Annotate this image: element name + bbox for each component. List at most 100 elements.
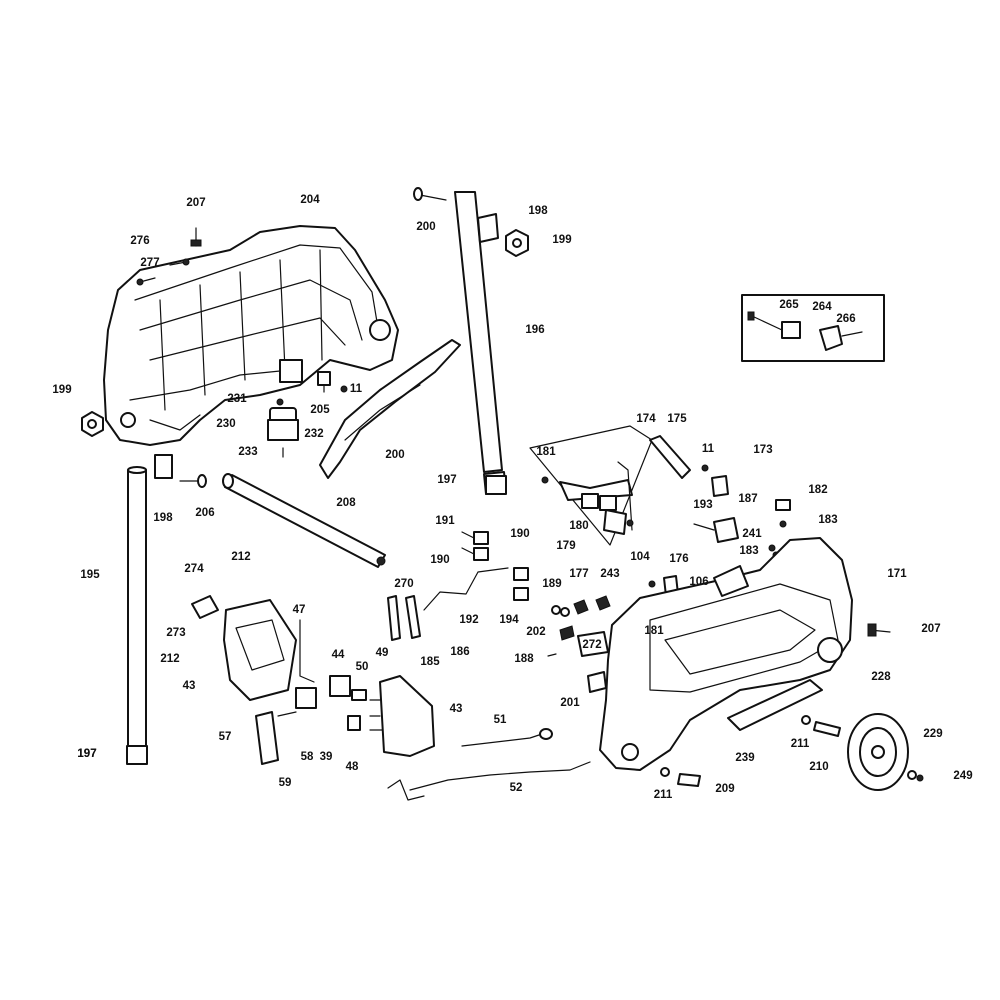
callout-label-198: 198 <box>528 205 548 217</box>
callout-label-198: 198 <box>153 512 173 524</box>
pin-200-left <box>179 474 207 488</box>
rail-206 <box>319 339 461 479</box>
callout-label-264: 264 <box>812 301 832 313</box>
callout-label-179: 179 <box>556 540 575 552</box>
callout-label-174: 174 <box>636 413 656 425</box>
nut-199-left <box>81 411 104 437</box>
screw-193 <box>693 523 715 531</box>
knob-182 <box>775 499 791 528</box>
part-201 <box>587 671 607 693</box>
callout-label-249: 249 <box>953 770 972 782</box>
right-housing-171 <box>599 537 853 771</box>
callout-label-193: 193 <box>693 499 712 511</box>
callout-label-175: 175 <box>667 413 687 425</box>
nut-199-top <box>505 229 529 257</box>
parts-189-194-202-188 <box>547 605 575 657</box>
callout-label-104: 104 <box>630 551 650 563</box>
callout-label-210: 210 <box>809 761 828 773</box>
callout-label-57: 57 <box>219 731 232 743</box>
callout-label-205: 205 <box>310 404 330 416</box>
callout-label-231: 231 <box>227 393 247 405</box>
callout-label-197: 197 <box>77 748 96 760</box>
callout-label-47: 47 <box>293 604 306 616</box>
callout-label-266: 266 <box>836 313 855 325</box>
screw-207-left <box>190 227 202 247</box>
callout-label-195: 195 <box>80 569 100 581</box>
screws-276-277 <box>136 258 190 286</box>
callout-label-239: 239 <box>735 752 754 764</box>
clips-270-185-186 <box>387 595 421 641</box>
callout-label-180: 180 <box>569 520 588 532</box>
cable-51 <box>461 728 553 747</box>
callout-label-270: 270 <box>394 578 413 590</box>
callout-label-52: 52 <box>510 782 523 794</box>
callout-label-201: 201 <box>560 697 580 709</box>
callout-label-44: 44 <box>332 649 345 661</box>
callout-label-204: 204 <box>300 194 320 206</box>
callout-label-171: 171 <box>887 568 907 580</box>
callout-label-200: 200 <box>385 449 404 461</box>
screw-207-right <box>867 623 891 637</box>
callout-label-265: 265 <box>779 299 799 311</box>
callout-label-190: 190 <box>510 528 529 540</box>
callout-label-181: 181 <box>536 446 556 458</box>
callout-label-190: 190 <box>430 554 449 566</box>
callout-label-186: 186 <box>450 646 469 658</box>
switch-274 <box>191 595 219 619</box>
callout-label-182: 182 <box>808 484 827 496</box>
callout-label-197: 197 <box>77 748 96 760</box>
switch-230-231-232-233 <box>267 398 299 458</box>
board-43 <box>369 675 435 757</box>
callout-label-196: 196 <box>525 324 544 336</box>
callout-label-11: 11 <box>702 443 715 455</box>
callout-label-206: 206 <box>195 507 214 519</box>
callout-label-202: 202 <box>526 626 545 638</box>
callout-label-232: 232 <box>304 428 323 440</box>
wheel-228 <box>847 713 909 791</box>
clip-198-left <box>154 454 173 479</box>
callout-label-51: 51 <box>494 714 507 726</box>
callout-label-177: 177 <box>569 568 588 580</box>
parts-50-48 <box>347 689 367 731</box>
callout-label-277: 277 <box>140 257 159 269</box>
callout-label-48: 48 <box>346 761 359 773</box>
screw-11-left <box>340 385 348 393</box>
callout-label-233: 233 <box>238 446 257 458</box>
part-187 <box>713 517 739 543</box>
callout-label-194: 194 <box>499 614 519 626</box>
callout-label-191: 191 <box>435 515 455 527</box>
callout-label-273: 273 <box>166 627 185 639</box>
axle-210-211 <box>801 715 841 737</box>
callout-label-106: 106 <box>689 576 708 588</box>
plate-239 <box>727 679 823 731</box>
switch-box-43 <box>223 599 297 701</box>
callout-label-208: 208 <box>336 497 356 509</box>
callout-label-207: 207 <box>186 197 205 209</box>
callout-label-173: 173 <box>753 444 772 456</box>
callout-label-228: 228 <box>871 671 891 683</box>
wire-47 <box>299 619 315 683</box>
callout-label-192: 192 <box>459 614 478 626</box>
parts-190-191 <box>461 531 529 601</box>
callout-label-58: 58 <box>301 751 314 763</box>
callout-label-274: 274 <box>184 563 204 575</box>
callout-label-200: 200 <box>416 221 435 233</box>
bushing-209-211 <box>660 767 701 787</box>
callout-label-209: 209 <box>715 783 734 795</box>
hardware-11-173 <box>701 464 729 497</box>
parts-57-59 <box>255 711 297 765</box>
callout-label-211: 211 <box>791 738 810 750</box>
callout-label-183: 183 <box>818 514 837 526</box>
callout-label-11: 11 <box>350 383 363 395</box>
callout-label-212: 212 <box>160 653 179 665</box>
callout-label-185: 185 <box>420 656 440 668</box>
rod-175 <box>649 435 691 479</box>
callout-label-187: 187 <box>738 493 757 505</box>
callout-label-230: 230 <box>216 418 235 430</box>
callout-label-43: 43 <box>183 680 196 692</box>
washers-229-249 <box>907 770 924 782</box>
clip-198-top <box>477 213 499 243</box>
leg-195 <box>126 466 148 765</box>
cable-52 <box>387 761 591 801</box>
